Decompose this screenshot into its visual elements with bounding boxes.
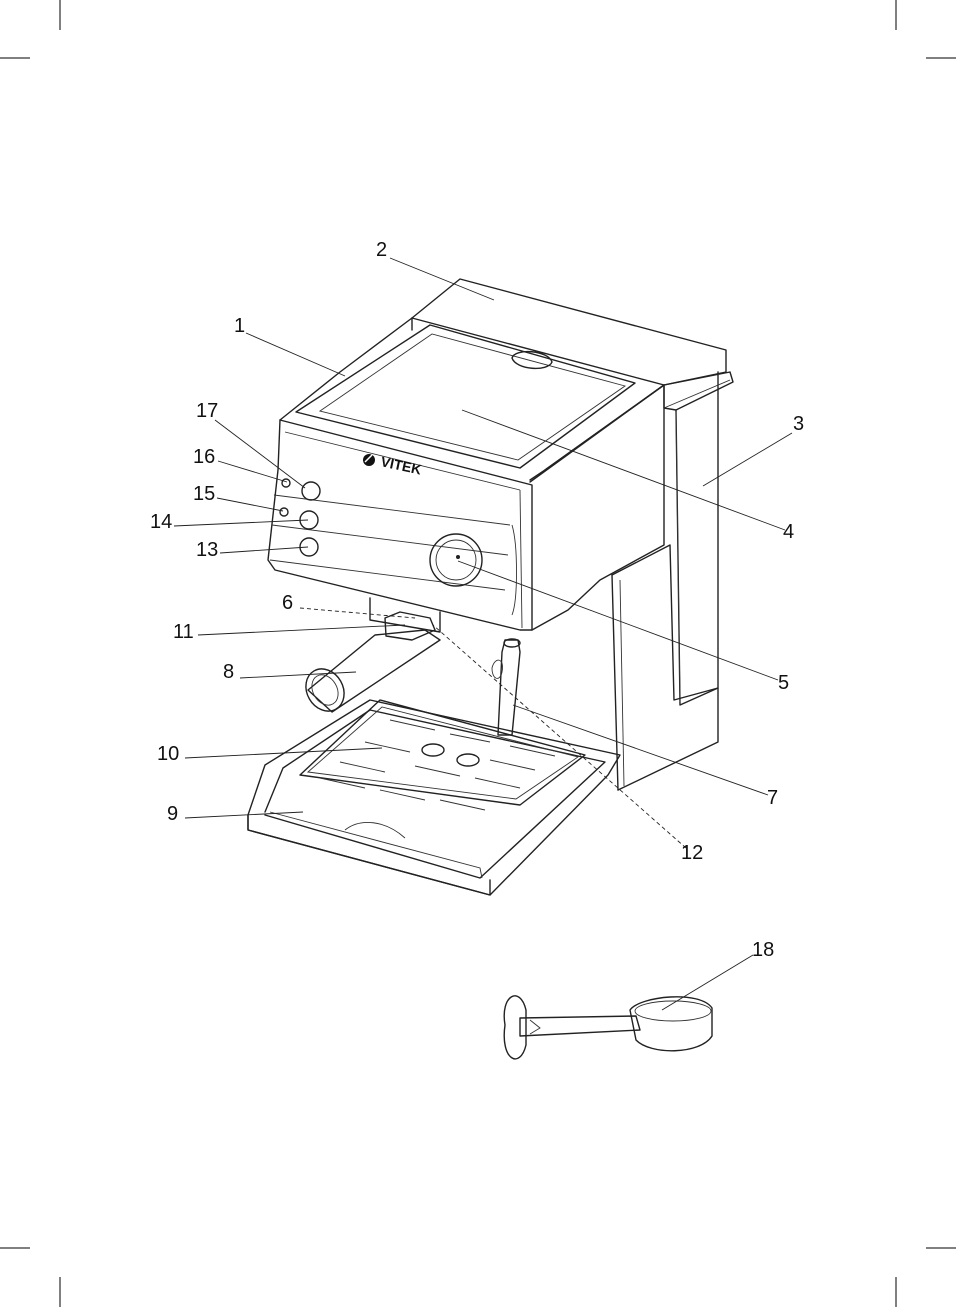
callout-11: 11: [173, 621, 194, 643]
callout-3: 3: [793, 413, 804, 435]
water-tank: [664, 372, 733, 705]
callout-5: 5: [778, 672, 789, 694]
callout-18: 18: [752, 939, 774, 961]
leader-lines: [174, 258, 792, 1010]
callout-7: 7: [767, 787, 778, 809]
brand-text: VITEK: [379, 453, 423, 477]
machine-rear-body: [612, 545, 718, 790]
callout-10: 10: [157, 743, 179, 765]
brand-logo: VITEK: [363, 453, 423, 477]
callout-4: 4: [783, 521, 794, 543]
callout-13: 13: [196, 539, 218, 561]
callout-8: 8: [223, 661, 234, 683]
ready-indicator: [280, 508, 288, 516]
power-indicator: [282, 479, 290, 487]
power-knob: [302, 482, 320, 500]
callout-16: 16: [193, 446, 215, 468]
measuring-spoon: [504, 996, 712, 1059]
callout-1: 1: [234, 315, 245, 337]
drip-tray: [248, 700, 620, 895]
steam-nozzle: [492, 639, 520, 735]
selector-dial: [430, 534, 482, 586]
callout-6: 6: [282, 592, 293, 614]
main-body: [268, 318, 664, 630]
callout-12: 12: [681, 842, 703, 864]
callout-15: 15: [193, 483, 215, 505]
controls: [280, 479, 482, 586]
callout-labels: 2 1 3 4 5 6 7 8 9 10 11 12 13 14 15 16 1…: [150, 239, 804, 961]
top-cover: [412, 279, 726, 470]
callout-2: 2: [376, 239, 387, 261]
callout-14: 14: [150, 511, 172, 533]
callout-17: 17: [196, 400, 218, 422]
callout-9: 9: [167, 803, 178, 825]
